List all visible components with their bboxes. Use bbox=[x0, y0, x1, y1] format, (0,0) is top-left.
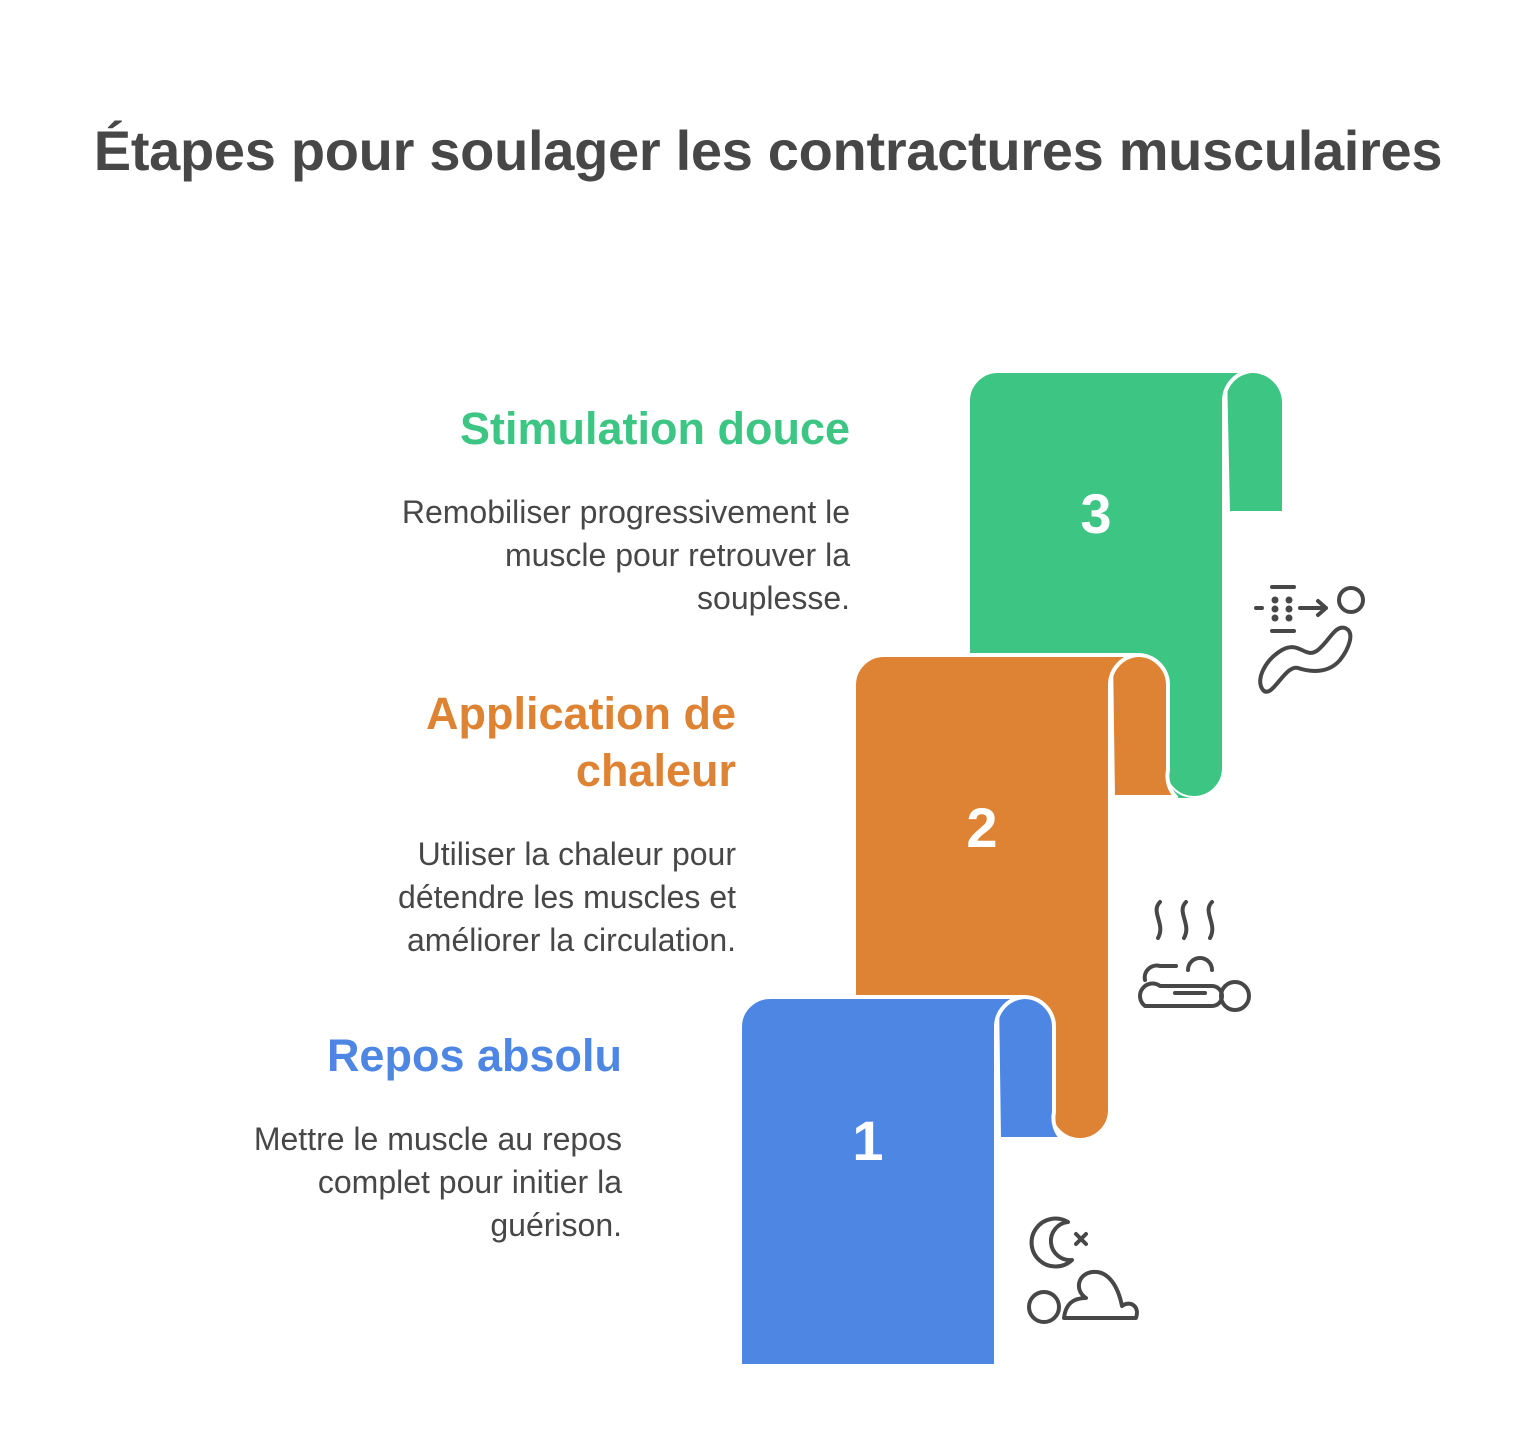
sleeping-person-icon bbox=[1027, 1216, 1139, 1324]
step-2-text: Application de chaleur Utiliser la chale… bbox=[330, 685, 736, 962]
step-2-heading: Application de chaleur bbox=[425, 688, 736, 796]
step-3-number: 3 bbox=[1080, 482, 1111, 545]
step-1-number: 1 bbox=[852, 1109, 883, 1172]
step-3-text: Stimulation douce Remobiliser progressiv… bbox=[380, 400, 850, 620]
heat-pad-icon bbox=[1138, 900, 1251, 1012]
page-title: Étapes pour soulager les contractures mu… bbox=[93, 119, 1443, 182]
stretching-person-icon bbox=[1254, 585, 1365, 694]
step-3-description: Remobiliser progressivement le muscle po… bbox=[401, 494, 850, 616]
step-2-ribbon bbox=[852, 653, 1178, 1142]
step-3-heading: Stimulation douce bbox=[459, 403, 850, 454]
step-1-heading: Repos absolu bbox=[326, 1030, 622, 1081]
step-2-number: 2 bbox=[966, 796, 997, 859]
step-2-description: Utiliser la chaleur pour détendre les mu… bbox=[398, 836, 736, 958]
step-1-ribbon bbox=[738, 995, 1064, 1368]
step-1-description: Mettre le muscle au repos complet pour i… bbox=[253, 1121, 622, 1243]
step-1-text: Repos absolu Mettre le muscle au repos c… bbox=[200, 1027, 622, 1247]
